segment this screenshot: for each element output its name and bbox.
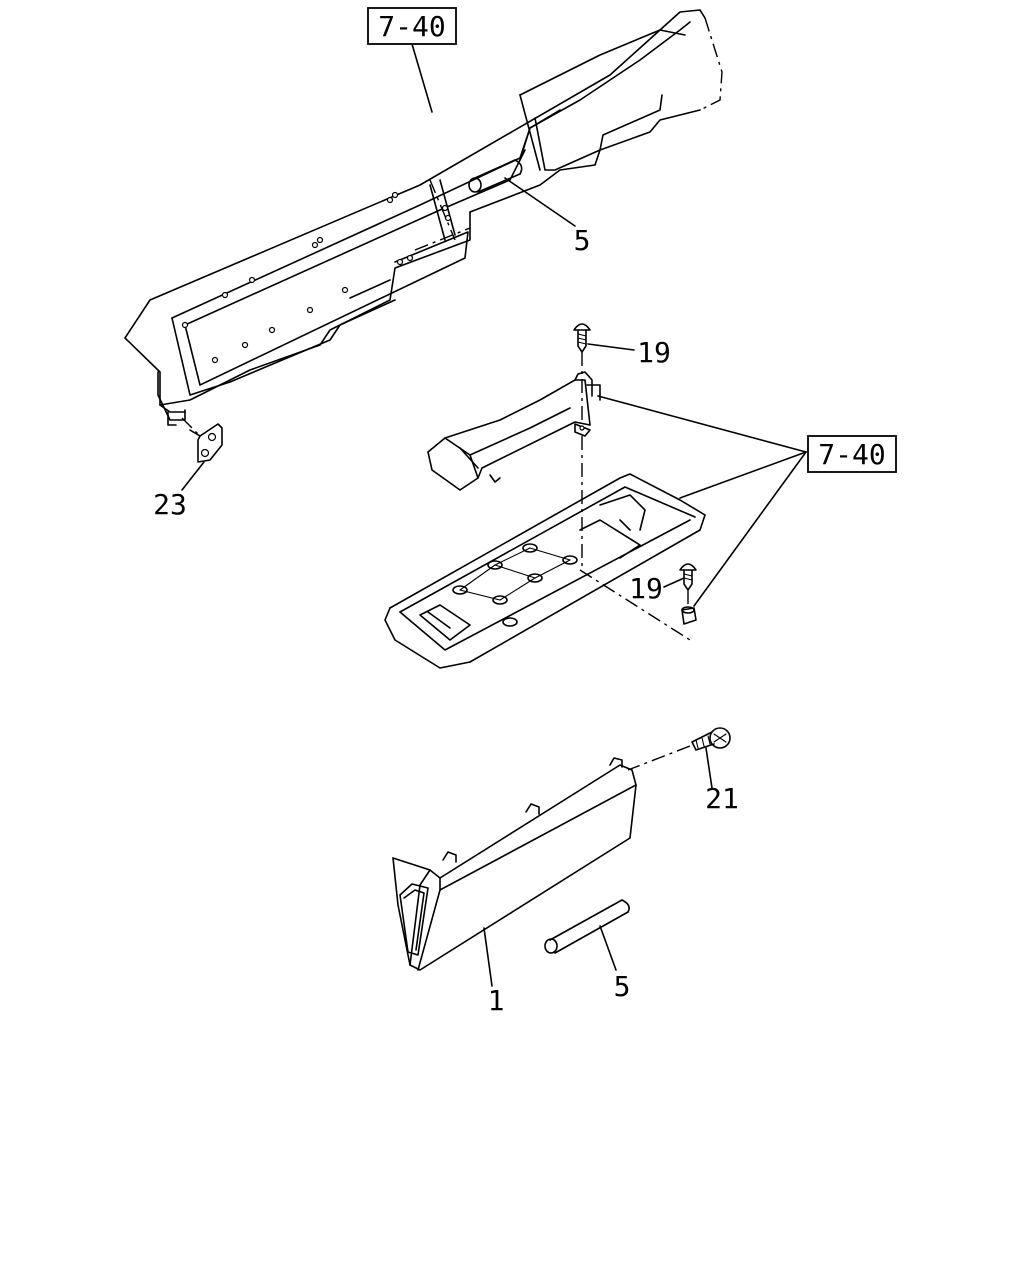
ref-label-middle: 7-40 (818, 438, 885, 471)
callout-5-bottom: 5 (614, 970, 631, 1003)
lid-part-1 (392, 757, 637, 971)
ref-box-top: 7-40 (367, 7, 457, 45)
instrument-panel (124, 9, 723, 426)
leader-lines (181, 43, 807, 987)
bar-part-5-bottom (544, 899, 630, 954)
ref-box-middle: 7-40 (807, 435, 897, 473)
bracket-23 (181, 417, 223, 463)
screw-21 (627, 727, 731, 771)
callout-5-top: 5 (574, 224, 591, 257)
ref-label-top: 7-40 (378, 10, 445, 43)
screw-19-top (573, 323, 591, 420)
callout-19-top: 19 (637, 336, 671, 369)
callout-19-mid: 19 (629, 572, 663, 605)
console-tray (384, 473, 706, 669)
callout-23: 23 (153, 488, 187, 521)
callout-21: 21 (705, 782, 739, 815)
callout-1: 1 (488, 984, 505, 1017)
screw-19-mid (679, 563, 697, 625)
duct-bracket (427, 371, 601, 491)
